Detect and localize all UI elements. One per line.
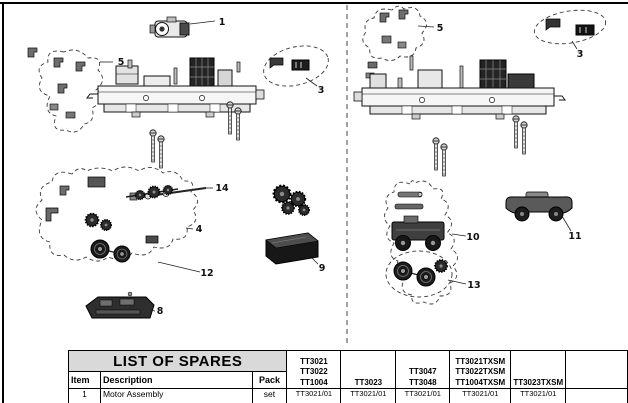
callout-12: 12 — [200, 268, 213, 279]
callout-13: 13 — [467, 280, 480, 291]
screw-part — [520, 121, 528, 155]
callout-3-left: 3 — [318, 85, 325, 96]
clip-part — [57, 83, 68, 94]
small-part — [367, 61, 378, 69]
callout-3-right: 3 — [577, 49, 584, 60]
spares-table: LIST OF SPARES TT3021 TT3022 TT1004 TT30… — [67, 350, 628, 403]
callout-5-right: 5 — [437, 23, 444, 34]
screw-part — [226, 101, 234, 135]
variant-header-tt3021: TT3021 TT3022 TT1004 — [286, 350, 342, 389]
group-5-left-outline — [38, 49, 103, 133]
col-pack: Pack — [251, 371, 288, 389]
screw-part — [149, 129, 157, 163]
spares-row-1: 1 Motor Assembly set TT3021/01 TT3021/01… — [68, 388, 628, 403]
col-item: Item — [68, 371, 101, 389]
row-pack: set — [251, 388, 288, 403]
motor-bogie-group-10: 10 — [384, 180, 480, 305]
gearbox-part — [272, 184, 311, 217]
wheelset-group-13: 13 — [385, 250, 481, 298]
chassis-right — [353, 55, 566, 120]
contact-group-3-right: 3 — [533, 9, 607, 60]
screw-part — [234, 107, 242, 141]
baseplate-part — [85, 291, 155, 319]
bogie-frame-part — [505, 191, 573, 222]
page-border-top — [0, 2, 628, 4]
variant-header-tt3023: TT3023 — [340, 350, 397, 389]
variant-header-tt3047: TT3047 TT3048 — [395, 350, 451, 389]
tray-part — [265, 232, 319, 265]
row-code-4: TT3021/01 — [449, 388, 512, 403]
clip-group-5-left: 5 — [27, 47, 125, 133]
spares-title: LIST OF SPARES — [67, 350, 288, 372]
callout-11: 11 — [568, 231, 581, 242]
group-3-right-outline — [533, 9, 607, 45]
callout-14: 14 — [215, 183, 229, 194]
group-10-outline — [384, 180, 458, 305]
callout-8: 8 — [157, 306, 164, 317]
motor-assembly-part — [149, 16, 190, 38]
callout-10: 10 — [466, 232, 480, 243]
motor-bogie-part — [391, 215, 445, 251]
contact-group-3-left: 3 — [263, 45, 329, 96]
clip-part — [398, 9, 409, 20]
callout-9: 9 — [319, 263, 326, 274]
screw-part — [512, 115, 520, 149]
group-3-left-outline — [263, 45, 329, 87]
left-panel: 1 5 3 — [27, 16, 329, 319]
clip-part — [27, 47, 38, 58]
variant-header-empty — [565, 350, 628, 389]
exploded-parts-diagram: 1 5 3 — [27, 5, 607, 346]
screw-part — [432, 137, 440, 171]
group-4-outline — [35, 166, 198, 262]
row-item: 1 — [68, 388, 101, 403]
callout-1: 1 — [219, 17, 226, 28]
chassis-left — [86, 57, 265, 118]
gear-group-4: 4 12 — [35, 166, 214, 279]
callout-4: 4 — [196, 224, 203, 235]
row-code-3: TT3021/01 — [395, 388, 451, 403]
row-code-empty — [565, 388, 628, 403]
callout-5-left: 5 — [118, 57, 125, 68]
row-code-5: TT3021/01 — [510, 388, 567, 403]
col-description: Description — [99, 371, 253, 389]
row-code-2: TT3021/01 — [340, 388, 397, 403]
right-panel: 5 3 — [353, 5, 607, 305]
clip-group-5-right: 5 — [362, 5, 444, 61]
row-description: Motor Assembly — [99, 388, 253, 403]
screw-part — [157, 135, 165, 169]
page-border-left — [2, 2, 4, 403]
clip-part — [379, 12, 390, 23]
variant-header-tt3023txsm: TT3023TXSM — [510, 350, 567, 389]
group-13-outline — [385, 250, 453, 298]
clip-part — [75, 61, 86, 72]
clip-part — [53, 57, 64, 68]
variant-header-tt3021txsm: TT3021TXSM TT3022TXSM TT1004TXSM — [449, 350, 512, 389]
row-code-1: TT3021/01 — [286, 388, 342, 403]
screw-part — [440, 143, 448, 177]
group-5-right-outline — [362, 5, 427, 61]
